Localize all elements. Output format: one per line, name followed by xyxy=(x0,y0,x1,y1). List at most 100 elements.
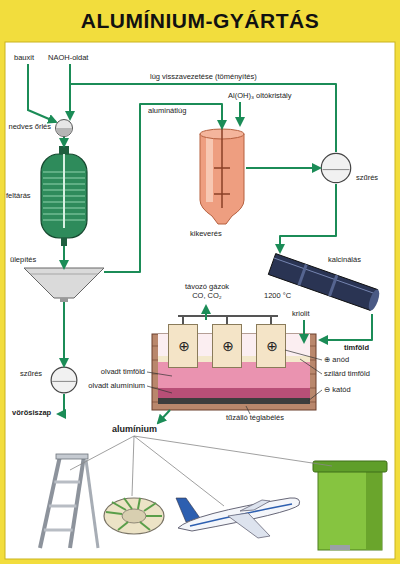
node-label: ülepítés xyxy=(10,256,36,265)
red-mud-line xyxy=(58,394,64,414)
settler-level xyxy=(30,274,98,275)
annotation-label: szilárd timföld xyxy=(324,370,370,379)
node-label: kalcinálás xyxy=(328,256,361,265)
shape-outline xyxy=(50,366,78,394)
anode-rod xyxy=(182,316,184,324)
kiln-end xyxy=(367,288,382,311)
annotation-label: kriolit xyxy=(292,310,310,319)
filter-drum xyxy=(51,367,77,393)
brick-joint xyxy=(152,360,158,361)
leader-line xyxy=(308,390,322,401)
brick-joint xyxy=(310,360,316,361)
shape-outline xyxy=(55,119,73,137)
shape-outline xyxy=(262,252,384,314)
edge-label: timföld xyxy=(344,344,369,353)
electrolysis-cell: tűzálló téglabélés⊕⊕⊕ xyxy=(148,318,320,410)
annotation-label: alumínium xyxy=(112,424,157,434)
flow-arrow xyxy=(320,314,372,340)
kiln-body xyxy=(268,254,377,311)
annotation-label: NAOH-oldat xyxy=(48,54,88,63)
annotation-label: Al(OH)₃ oltókristály xyxy=(228,92,291,101)
flow-arrow xyxy=(104,104,222,272)
annotation-label: bauxit xyxy=(14,54,34,63)
naoh-feed-line xyxy=(69,64,71,84)
kiln-ring xyxy=(330,275,337,296)
anode-block: ⊕ xyxy=(168,324,198,368)
brick-joint xyxy=(310,402,316,403)
edge-label: lúg visszavezetése (töményítés) xyxy=(150,73,257,82)
annotation-label: távozó gázok CO, CO₂ xyxy=(178,283,236,300)
flow-arrow xyxy=(70,84,336,152)
stirrer-blade xyxy=(214,167,230,169)
stirrer-shaft xyxy=(221,124,223,208)
ladder-picture xyxy=(40,454,98,548)
node-label: szűrés xyxy=(20,370,42,379)
gas-out-line xyxy=(205,306,207,320)
node-label: tűzálló téglabélés xyxy=(226,414,284,423)
flow-arrow xyxy=(246,167,320,169)
node-label: ⊕ xyxy=(213,338,243,354)
cathode-layer xyxy=(158,398,310,404)
node-label: nedves őrlés xyxy=(8,123,51,132)
annotation-label: ⊖ katód xyxy=(324,386,351,395)
node-label: ⊕ xyxy=(257,338,287,354)
anode-rod xyxy=(270,316,272,324)
aluminium-out-line xyxy=(158,410,170,423)
leader-line xyxy=(300,359,322,374)
use-line xyxy=(134,436,224,506)
anode-block: ⊕ xyxy=(212,324,242,368)
leader-line xyxy=(147,372,172,376)
use-line xyxy=(70,436,134,470)
use-line xyxy=(134,436,332,466)
shape-outline xyxy=(24,268,104,302)
annotation-label: vörösiszap xyxy=(12,409,51,418)
brick-joint xyxy=(152,402,158,403)
bauxite-feed-line xyxy=(28,64,56,122)
mill-body xyxy=(56,120,73,137)
leader-line xyxy=(246,406,250,414)
brick-joint xyxy=(152,346,158,347)
panel xyxy=(5,42,395,559)
node-label: szűrés xyxy=(356,174,378,183)
node-label: ⊕ xyxy=(169,338,199,354)
edge-label: aluminátlúg xyxy=(148,107,186,116)
annotation-label: ⊕ anód xyxy=(324,356,349,365)
brick-joint xyxy=(310,374,316,375)
diagram-title: ALUMÍNIUM-GYÁRTÁS xyxy=(0,9,400,33)
brick-joint xyxy=(310,388,316,389)
flow-arrow xyxy=(63,246,65,268)
shape-outline xyxy=(198,128,246,228)
settler-body xyxy=(24,268,104,298)
flow-arrow xyxy=(63,137,65,146)
leader-line xyxy=(147,386,172,393)
wheel-picture xyxy=(104,498,164,534)
mill-circle: nedves őrlés xyxy=(55,119,73,137)
brick-joint xyxy=(310,346,316,347)
vessel-body xyxy=(41,154,87,238)
mill-shade xyxy=(56,128,72,136)
motor xyxy=(59,146,69,154)
annotation-label: olvadt alumínium xyxy=(88,382,145,391)
use-line xyxy=(132,436,134,496)
digester-vessel: feltárás xyxy=(38,146,90,246)
kiln-ring xyxy=(299,264,306,285)
filter-level xyxy=(52,381,76,382)
outlet xyxy=(61,238,67,246)
precipitator-vessel: kikeverés xyxy=(198,128,246,228)
annotation-label: olvadt timföld xyxy=(101,368,145,377)
settler-funnel: ülepítés xyxy=(24,268,104,302)
molten-aluminium-layer xyxy=(158,388,310,398)
shape-outline xyxy=(320,152,352,184)
anode-rod xyxy=(226,316,228,324)
stirrer-shaft xyxy=(63,154,65,228)
anode-block: ⊕ xyxy=(256,324,286,368)
cryolite-in-line xyxy=(303,320,305,342)
flow-arrow xyxy=(280,184,336,252)
airplane-picture xyxy=(176,498,300,538)
filter-drum xyxy=(321,153,350,182)
flow-arrow xyxy=(63,302,65,366)
filter-drum: szűrés xyxy=(320,152,352,184)
stirrer-blade xyxy=(214,193,230,195)
